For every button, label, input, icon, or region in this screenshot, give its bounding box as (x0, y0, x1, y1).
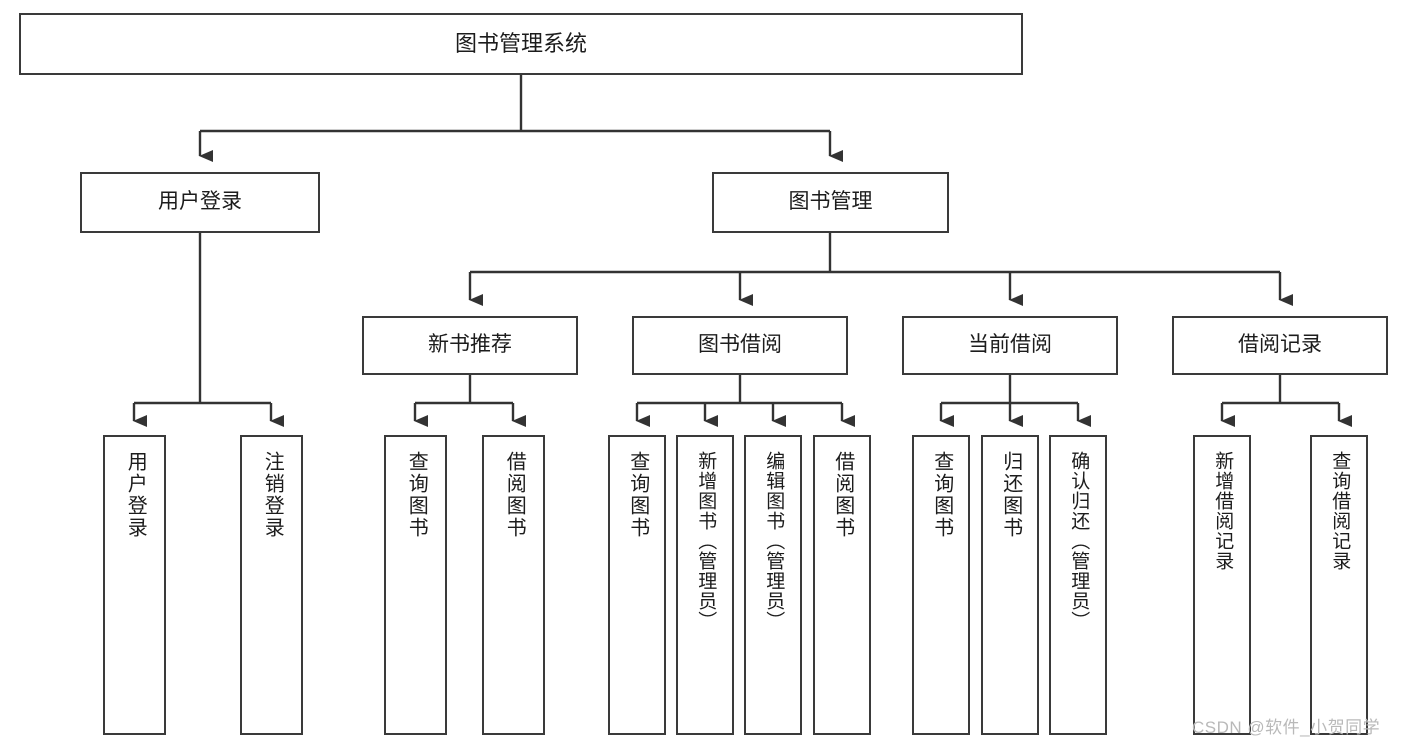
node-label: 查询借阅记录 (1329, 451, 1351, 571)
node-book-borrow[interactable]: 图书借阅 (632, 316, 848, 375)
node-book-management[interactable]: 图书管理 (712, 172, 949, 233)
leaf-query-book-current[interactable]: 查询图书 (912, 435, 970, 735)
csdn-watermark: CSDN @软件_小贺同学 (1192, 718, 1381, 737)
node-label: 确认归还（管理员） (1068, 451, 1090, 631)
node-label: 借阅记录 (1238, 333, 1322, 357)
node-user-login[interactable]: 用户登录 (80, 172, 320, 233)
node-label: 图书管理系统 (454, 31, 587, 57)
leaf-borrow-book[interactable]: 借阅图书 (813, 435, 871, 735)
leaf-query-book-newbook[interactable]: 查询图书 (384, 435, 447, 735)
node-label: 编辑图书（管理员） (763, 451, 785, 631)
node-label: 用户登录 (124, 451, 147, 539)
node-label: 新书推荐 (428, 333, 512, 357)
node-current-borrow[interactable]: 当前借阅 (902, 316, 1118, 375)
node-label: 查询图书 (626, 451, 649, 539)
leaf-return-book[interactable]: 归还图书 (981, 435, 1039, 735)
leaf-borrow-book-newbook[interactable]: 借阅图书 (482, 435, 545, 735)
node-label: 借阅图书 (831, 451, 854, 539)
leaf-query-book-borrow[interactable]: 查询图书 (608, 435, 666, 735)
node-label: 借阅图书 (503, 451, 526, 539)
node-label: 图书管理 (788, 190, 873, 214)
leaf-edit-book-admin[interactable]: 编辑图书（管理员） (744, 435, 802, 735)
node-label: 当前借阅 (968, 333, 1052, 357)
leaf-add-borrow-record[interactable]: 新增借阅记录 (1193, 435, 1251, 735)
node-borrow-record[interactable]: 借阅记录 (1172, 316, 1388, 375)
node-label: 新增图书（管理员） (695, 451, 717, 631)
leaf-add-book-admin[interactable]: 新增图书（管理员） (676, 435, 734, 735)
node-label: 新增借阅记录 (1212, 451, 1234, 571)
leaf-confirm-return-admin[interactable]: 确认归还（管理员） (1049, 435, 1107, 735)
leaf-logout[interactable]: 注销登录 (240, 435, 303, 735)
node-label: 查询图书 (930, 451, 953, 539)
leaf-query-borrow-record[interactable]: 查询借阅记录 (1310, 435, 1368, 735)
node-label: 查询图书 (405, 451, 428, 539)
node-label: 归还图书 (999, 451, 1022, 539)
node-label: 图书借阅 (698, 333, 782, 357)
node-new-book-recommend[interactable]: 新书推荐 (362, 316, 578, 375)
node-label: 注销登录 (261, 451, 284, 539)
leaf-user-login[interactable]: 用户登录 (103, 435, 166, 735)
node-root-system[interactable]: 图书管理系统 (19, 13, 1023, 75)
node-label: 用户登录 (158, 190, 242, 214)
